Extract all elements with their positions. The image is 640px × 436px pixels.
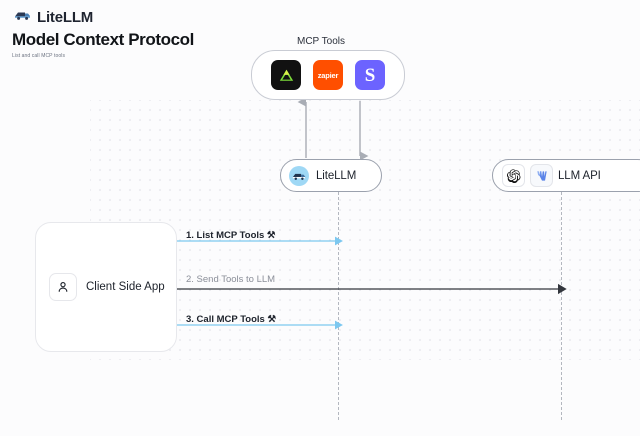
- message-label-2: 2. Send Tools to LLM: [186, 274, 276, 285]
- anthropic-logo-icon: [530, 164, 553, 187]
- brand: LiteLLM: [14, 8, 93, 26]
- canvas-bottom-mask: [0, 360, 640, 436]
- zapier-tool-icon[interactable]: zapier: [313, 60, 343, 90]
- slack-tool-icon[interactable]: S: [355, 60, 385, 90]
- user-icon: [49, 273, 77, 301]
- node-llm-api[interactable]: LLM API: [492, 159, 640, 192]
- node-client-side-app[interactable]: Client Side App: [35, 222, 177, 352]
- openai-logo-icon: [502, 164, 525, 187]
- zapier-tool-label: zapier: [317, 70, 339, 80]
- node-litellm[interactable]: LiteLLM: [280, 159, 382, 192]
- brand-name: LiteLLM: [37, 8, 94, 26]
- lifeline-llm-api: [561, 192, 562, 420]
- truck-icon: [14, 8, 31, 26]
- page-title: Model Context Protocol: [12, 30, 194, 49]
- node-litellm-label: LiteLLM: [316, 169, 357, 182]
- litellm-truck-icon: [289, 165, 309, 186]
- lifeline-litellm: [338, 192, 339, 420]
- linear-tool-icon[interactable]: [271, 60, 301, 90]
- message-label-3: 3. Call MCP Tools ⚒: [186, 314, 276, 325]
- mcp-tools-box: zapier S: [251, 50, 405, 100]
- node-llm-api-label: LLM API: [558, 169, 601, 182]
- mcp-tools-group-label: MCP Tools: [297, 36, 345, 47]
- page-subtitle: List and call MCP tools: [12, 53, 66, 59]
- client-side-app-label: Client Side App: [86, 281, 165, 293]
- message-label-1: 1. List MCP Tools ⚒: [186, 230, 276, 241]
- client-side-app-content: Client Side App: [49, 273, 165, 301]
- slack-tool-label: S: [364, 64, 376, 86]
